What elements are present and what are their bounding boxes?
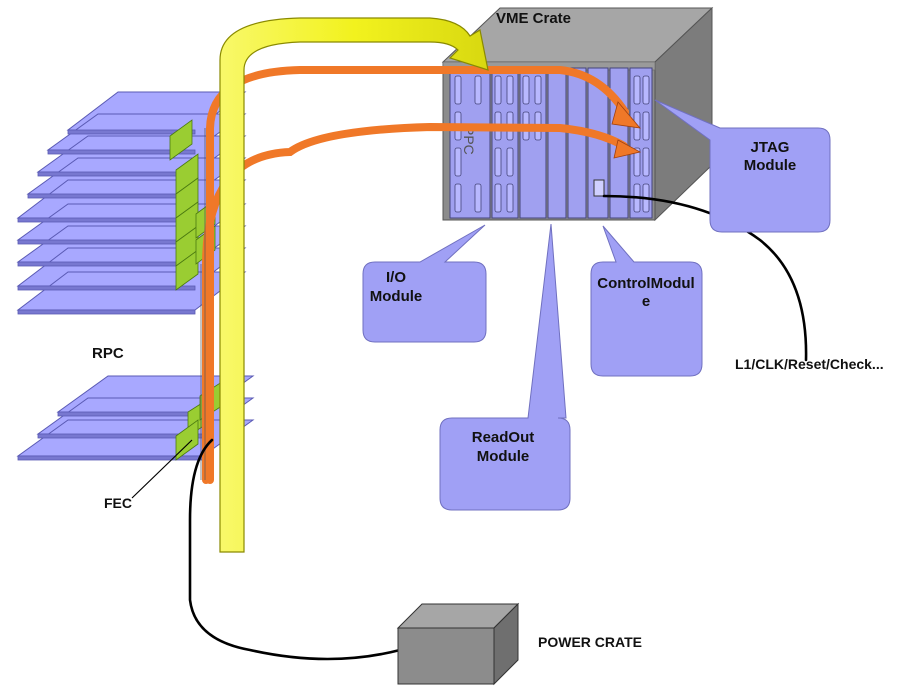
- io-callout-line-2: Module: [370, 288, 423, 305]
- fec-leader-line: [131, 439, 193, 499]
- rpc-plate-edges-upper: [17, 129, 196, 315]
- vme-crate: PPC VME Crate: [441, 6, 714, 222]
- ppc-label: PPC: [461, 126, 477, 155]
- arrowhead: [611, 101, 641, 129]
- yellow-arrow: [219, 17, 489, 553]
- orange-cables: [202, 66, 629, 484]
- io-module-callout: [362, 224, 487, 343]
- control-module-callout: [590, 225, 703, 377]
- spare-module-1: [547, 67, 567, 219]
- l1-clock-cable: [602, 194, 808, 362]
- jtag-callout-line-2: Module: [744, 157, 797, 174]
- power-crate-front: [397, 627, 495, 685]
- black-cables: [188, 194, 808, 661]
- fec-board: [175, 249, 199, 291]
- readout-callout-line-1: ReadOut: [472, 429, 535, 446]
- readout-callout-line-2: Module: [477, 448, 530, 465]
- vme-crate-label: VME Crate: [496, 10, 571, 27]
- l1-signals-label: L1/CLK/Reset/Check...: [735, 356, 884, 372]
- orange-cable-to-jtag: [206, 66, 629, 484]
- yellow-arrow-body: [219, 17, 489, 553]
- callouts: [362, 99, 831, 511]
- io-callout-line-1: I/O: [386, 269, 406, 286]
- orange-cable-arrowheads: [611, 101, 642, 159]
- jtag-callout-line-1: JTAG: [751, 139, 790, 156]
- fec-label: FEC: [104, 495, 132, 511]
- spare-module-2: [567, 67, 587, 219]
- jtag-module-callout: [654, 99, 831, 233]
- arrowhead: [613, 139, 642, 159]
- control-callout-line-2: e: [642, 293, 650, 310]
- power-cable: [188, 438, 402, 661]
- jtag-module-slot: [629, 67, 653, 219]
- vme-modules: [449, 67, 653, 219]
- power-crate-label: POWER CRATE: [538, 634, 642, 650]
- control-callout-line-1: ControlModul: [597, 275, 694, 292]
- rpc-label: RPC: [92, 345, 124, 362]
- readout-module-callout: [439, 223, 571, 511]
- control-module-connector: [593, 179, 605, 197]
- power-crate: [396, 602, 520, 686]
- orange-cable-to-control: [202, 122, 628, 484]
- fec-board: [169, 119, 193, 161]
